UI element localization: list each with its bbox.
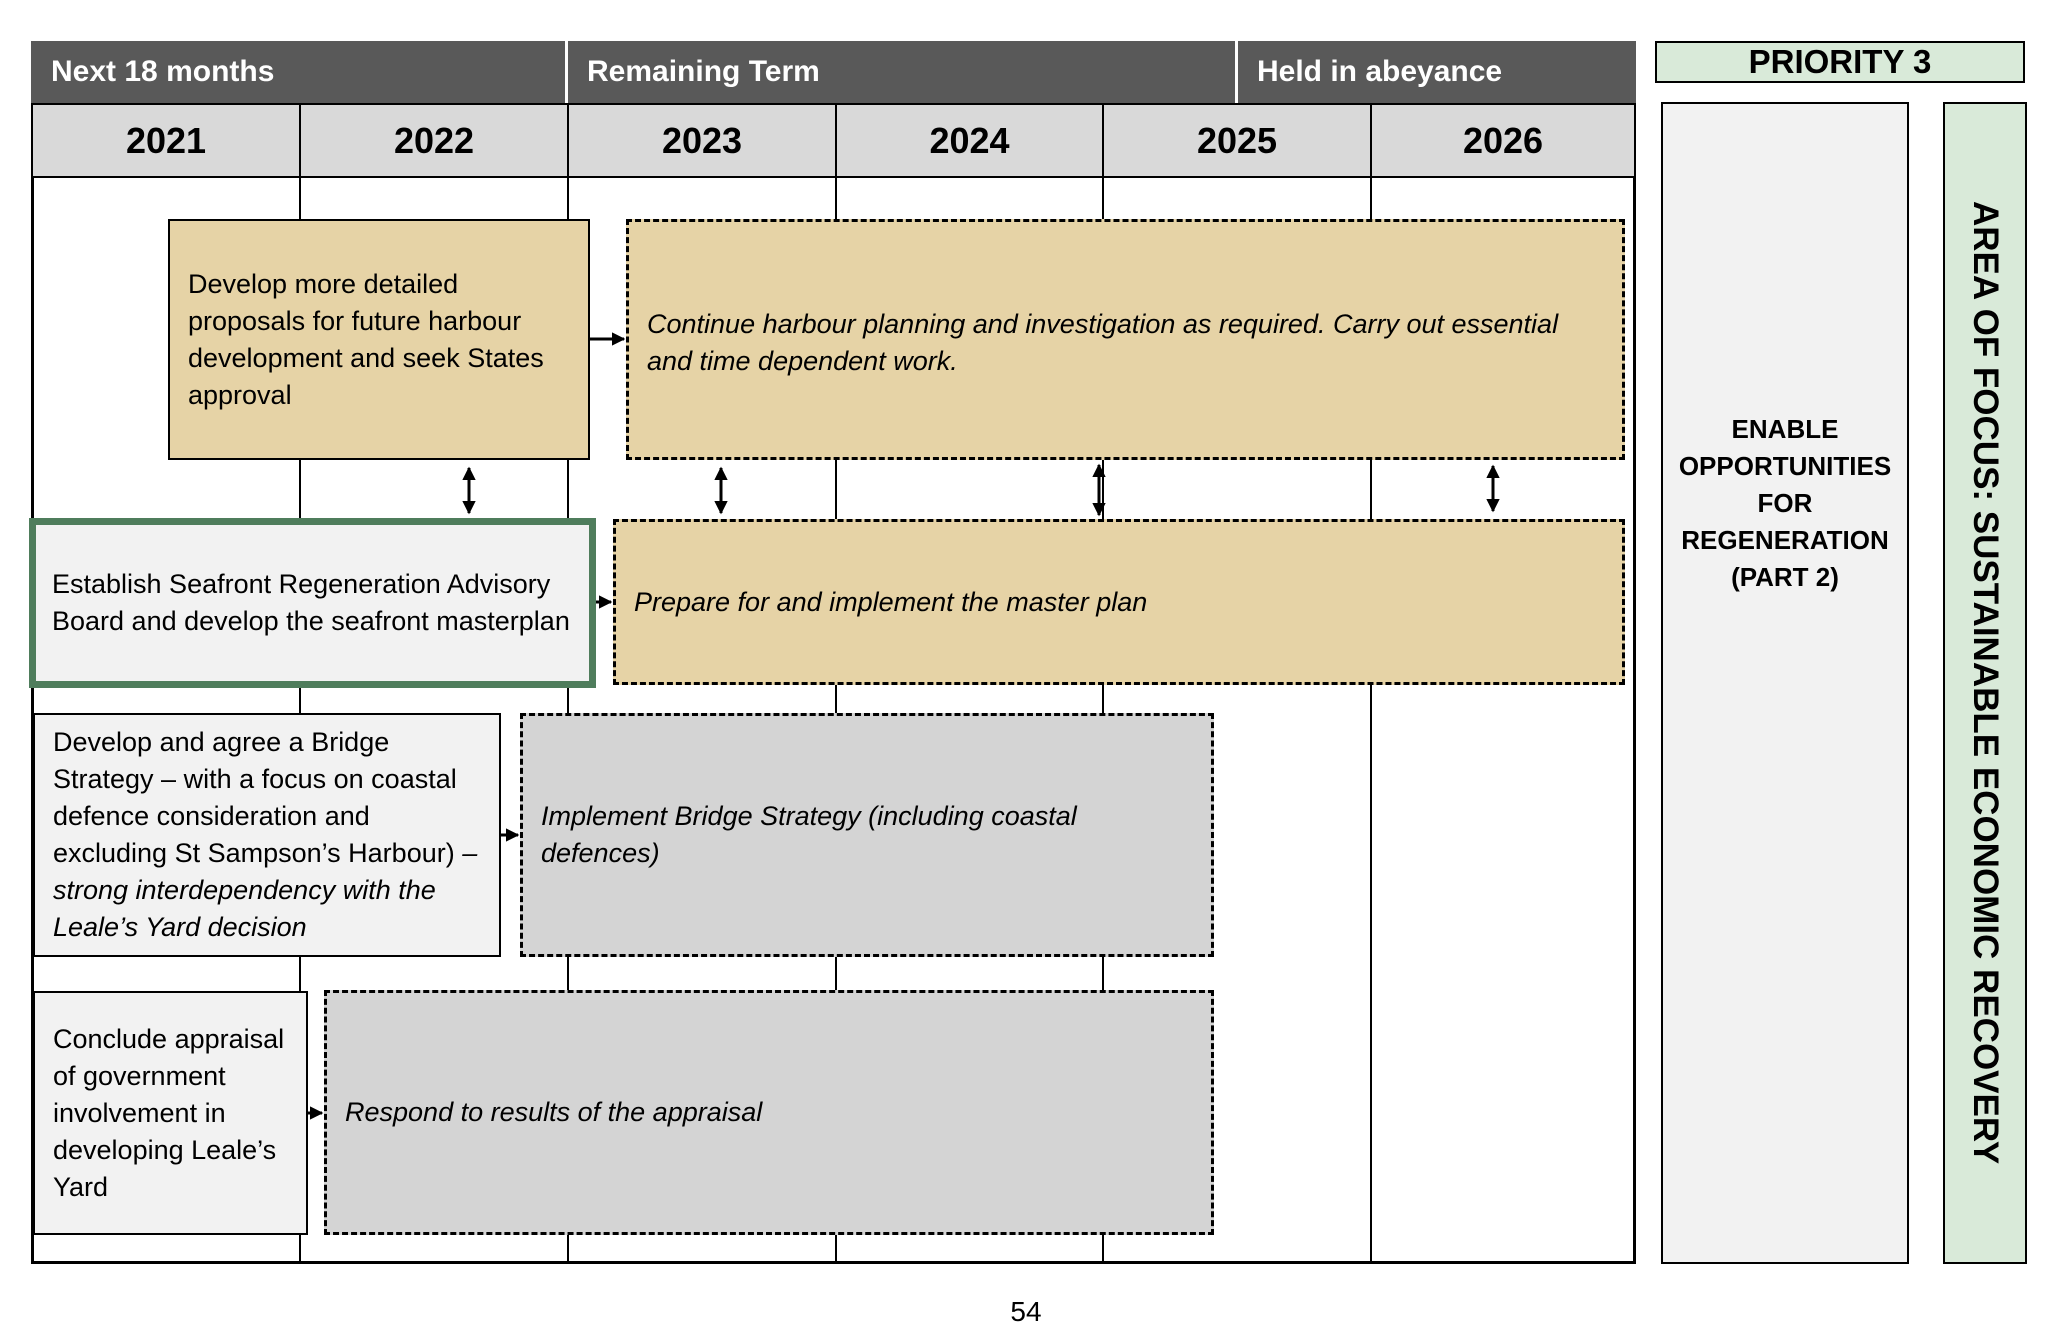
enable-opportunities-panel: ENABLE OPPORTUNITIES FOR REGENERATION (P…	[1661, 102, 1909, 1264]
band-separator	[565, 41, 568, 103]
box-text: Implement Bridge Strategy (including coa…	[541, 801, 1077, 868]
band-label: Held in abeyance	[1257, 55, 1503, 88]
year-2024: 2024	[837, 103, 1104, 178]
area-of-focus-panel: AREA OF FOCUS: SUSTAINABLE ECONOMIC RECO…	[1943, 102, 2027, 1264]
box-text: Develop and agree a Bridge Strategy – wi…	[53, 724, 481, 946]
leales-conclude-box: Conclude appraisal of government involve…	[33, 991, 308, 1235]
enable-text: ENABLE OPPORTUNITIES FOR REGENERATION (P…	[1678, 413, 1892, 592]
priority-label: PRIORITY 3	[1655, 41, 2025, 83]
box-text: Respond to results of the appraisal	[345, 1097, 763, 1127]
band-remaining-term: Remaining Term	[567, 41, 1237, 103]
band-label: Next 18 months	[51, 55, 275, 88]
box-text: Prepare for and implement the master pla…	[634, 586, 1148, 617]
box-text-italic: – strong interdependency with the Leale’…	[53, 838, 478, 942]
box-text-main: Develop and agree a Bridge Strategy – wi…	[53, 727, 463, 868]
bridge-develop-box: Develop and agree a Bridge Strategy – wi…	[33, 713, 501, 957]
year-2026: 2026	[1372, 103, 1636, 178]
year-label: 2026	[1462, 119, 1544, 161]
band-separator	[1235, 41, 1238, 103]
bridge-implement-box: Implement Bridge Strategy (including coa…	[520, 713, 1214, 957]
leales-respond-box: Respond to results of the appraisal	[324, 990, 1214, 1235]
focus-text: AREA OF FOCUS: SUSTAINABLE ECONOMIC RECO…	[1966, 201, 2005, 1165]
harbour-develop-box: Develop more detailed proposals for futu…	[168, 219, 590, 460]
band-held-in-abeyance: Held in abeyance	[1237, 41, 1636, 103]
band-label: Remaining Term	[587, 55, 820, 88]
year-2021: 2021	[31, 103, 301, 178]
box-text: Conclude appraisal of government involve…	[53, 1023, 285, 1202]
seafront-establish-box: Establish Seafront Regeneration Advisory…	[29, 518, 596, 688]
box-text: Continue harbour planning and investigat…	[647, 309, 1559, 376]
priority-text: PRIORITY 3	[1748, 43, 1932, 80]
harbour-continue-box: Continue harbour planning and investigat…	[626, 219, 1625, 460]
grid-line	[1370, 178, 1372, 1264]
year-2025: 2025	[1104, 103, 1372, 178]
year-label: 2025	[1196, 119, 1278, 161]
year-2022: 2022	[301, 103, 569, 178]
box-text: Develop more detailed proposals for futu…	[188, 268, 544, 410]
box-text: Establish Seafront Regeneration Advisory…	[52, 569, 570, 636]
year-label: 2023	[661, 119, 743, 161]
year-2023: 2023	[569, 103, 837, 178]
page-number: 54	[1010, 1296, 1042, 1327]
year-label: 2024	[929, 119, 1010, 161]
year-label: 2021	[125, 119, 207, 161]
band-next-18-months: Next 18 months	[31, 41, 567, 103]
seafront-implement-box: Prepare for and implement the master pla…	[613, 519, 1625, 685]
year-label: 2022	[393, 119, 475, 161]
